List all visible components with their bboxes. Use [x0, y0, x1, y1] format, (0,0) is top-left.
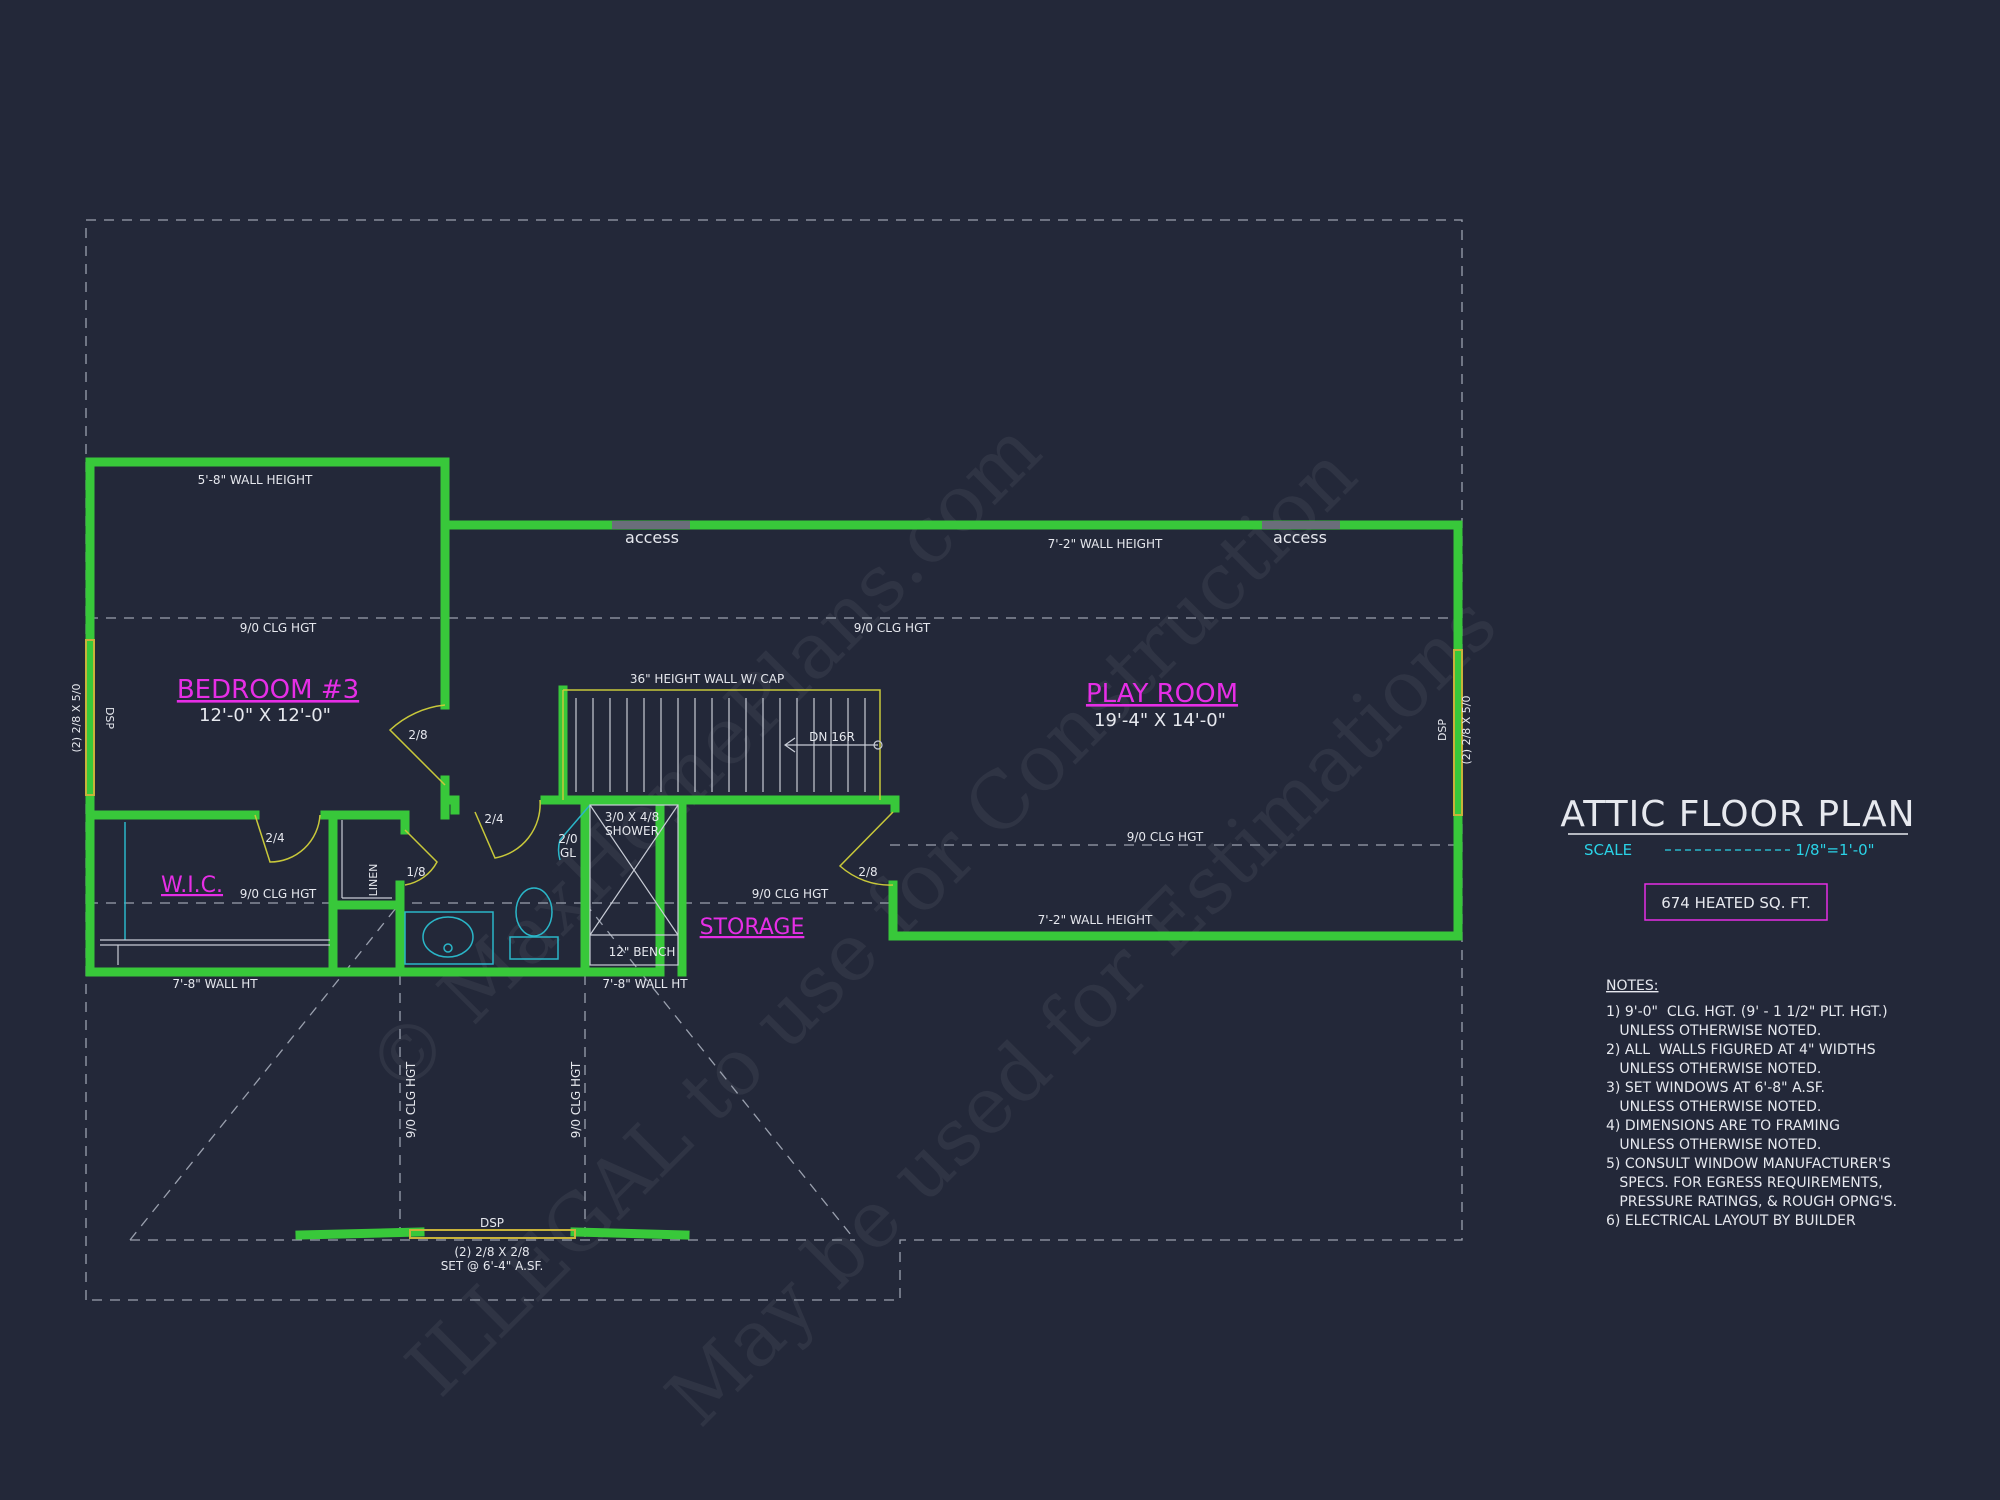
access-left: access [625, 528, 679, 547]
plan-title: ATTIC FLOOR PLAN [1560, 794, 1915, 835]
bedroom-name: BEDROOM #3 [177, 675, 359, 705]
wall-ht-7-8-left: 7'-8" WALL HT [172, 977, 258, 991]
door-linen: 1/8 [406, 865, 425, 879]
area-value: 674 HEATED SQ. FT. [1661, 894, 1811, 912]
annotations: 5'-8" WALL HEIGHT 7'-2" WALL HEIGHT 7'-2… [70, 473, 1473, 1273]
window-left-dsp: DSP [103, 707, 116, 729]
clg-play-right: 9/0 CLG HGT [1127, 830, 1204, 844]
clg-vertical-right: 9/0 CLG HGT [569, 1061, 583, 1138]
window-bottom [409, 1229, 576, 1239]
clg-vertical-left: 9/0 CLG HGT [404, 1061, 418, 1138]
note-line: PRESSURE RATINGS, & ROUGH OPNG'S. [1606, 1194, 1897, 1210]
bath-fixtures [100, 804, 679, 966]
note-line: SPECS. FOR EGRESS REQUIREMENTS, [1606, 1175, 1883, 1191]
clg-bedroom: 9/0 CLG HGT [240, 621, 317, 635]
stairs [562, 689, 883, 800]
door-wic: 2/4 [265, 831, 284, 845]
notes: NOTES: 1) 9'-0" CLG. HGT. (9' - 1 1/2" P… [1606, 978, 1897, 1229]
wall-ht-7-8-right: 7'-8" WALL HT [602, 977, 688, 991]
note-line: UNLESS OTHERWISE NOTED. [1606, 1061, 1821, 1077]
area-box [1644, 883, 1828, 921]
wall-height-7-2-top: 7'-2" WALL HEIGHT [1048, 537, 1163, 551]
storage-name: STORAGE [700, 915, 805, 940]
note-line: 2) ALL WALLS FIGURED AT 4" WIDTHS [1606, 1042, 1876, 1058]
note-line: 4) DIMENSIONS ARE TO FRAMING [1606, 1118, 1840, 1134]
clg-play-top: 9/0 CLG HGT [854, 621, 931, 635]
playroom-name: PLAY ROOM [1086, 679, 1238, 709]
door-shower-size: 2/0 [558, 832, 577, 846]
window-bottom-set: SET @ 6'-4" A.SF. [441, 1259, 544, 1273]
wall-height-7-2-bottom: 7'-2" WALL HEIGHT [1038, 913, 1153, 927]
window-bottom-size: (2) 2/8 X 2/8 [454, 1245, 529, 1259]
clg-wic: 9/0 CLG HGT [240, 887, 317, 901]
windows [85, 521, 1463, 1239]
bench-label: 12" BENCH [609, 945, 676, 959]
bedroom-dims: 12'-0" X 12'-0" [199, 705, 331, 726]
stair-label: DN 16R [809, 730, 855, 744]
access-right: access [1273, 528, 1327, 547]
linen-label: LINEN [367, 864, 380, 897]
playroom-dims: 19'-4" X 14'-0" [1094, 710, 1226, 731]
window-bottom-dsp: DSP [480, 1216, 504, 1230]
half-wall-label: 36" HEIGHT WALL W/ CAP [630, 672, 784, 686]
shower-label: SHOWER [605, 824, 659, 838]
window-left-size: (2) 2/8 X 5/0 [70, 683, 83, 752]
note-line: UNLESS OTHERWISE NOTED. [1606, 1137, 1821, 1153]
door-bedroom: 2/8 [408, 728, 427, 742]
scale-label: SCALE [1584, 841, 1632, 859]
window-right [1453, 649, 1463, 816]
doors [254, 704, 894, 886]
note-line: UNLESS OTHERWISE NOTED. [1606, 1099, 1821, 1115]
wall-height-5-8: 5'-8" WALL HEIGHT [198, 473, 313, 487]
walls [85, 457, 1463, 1240]
room-labels: BEDROOM #3 12'-0" X 12'-0" PLAY ROOM 19'… [161, 675, 1238, 940]
clg-storage: 9/0 CLG HGT [752, 887, 829, 901]
note-line: 1) 9'-0" CLG. HGT. (9' - 1 1/2" PLT. HGT… [1606, 1004, 1888, 1020]
door-shower-glass: GL [560, 846, 576, 860]
roof-outline [85, 219, 1463, 1301]
watermark-line-1: © MaxHomePlans.com [350, 405, 1058, 1113]
note-line: 5) CONSULT WINDOW MANUFACTURER'S [1606, 1156, 1891, 1172]
window-right-size: (2) 2/8 X 5/0 [1460, 695, 1473, 764]
note-line: UNLESS OTHERWISE NOTED. [1606, 1023, 1821, 1039]
note-line: 6) ELECTRICAL LAYOUT BY BUILDER [1606, 1213, 1856, 1229]
scale-value: 1/8"=1'-0" [1795, 841, 1874, 859]
note-line: 3) SET WINDOWS AT 6'-8" A.SF. [1606, 1080, 1825, 1096]
window-left [85, 639, 95, 796]
window-right-dsp: DSP [1436, 719, 1449, 741]
door-bath: 2/4 [484, 812, 503, 826]
notes-heading: NOTES: [1606, 978, 1659, 994]
shower-size: 3/0 X 4/8 [605, 810, 659, 824]
watermark: © MaxHomePlans.com ILLEGAL to use for Co… [350, 405, 1514, 1443]
door-playroom: 2/8 [858, 865, 877, 879]
wic-name: W.I.C. [161, 873, 223, 898]
title-block: ATTIC FLOOR PLAN SCALE 1/8"=1'-0" 674 HE… [1560, 794, 1915, 921]
